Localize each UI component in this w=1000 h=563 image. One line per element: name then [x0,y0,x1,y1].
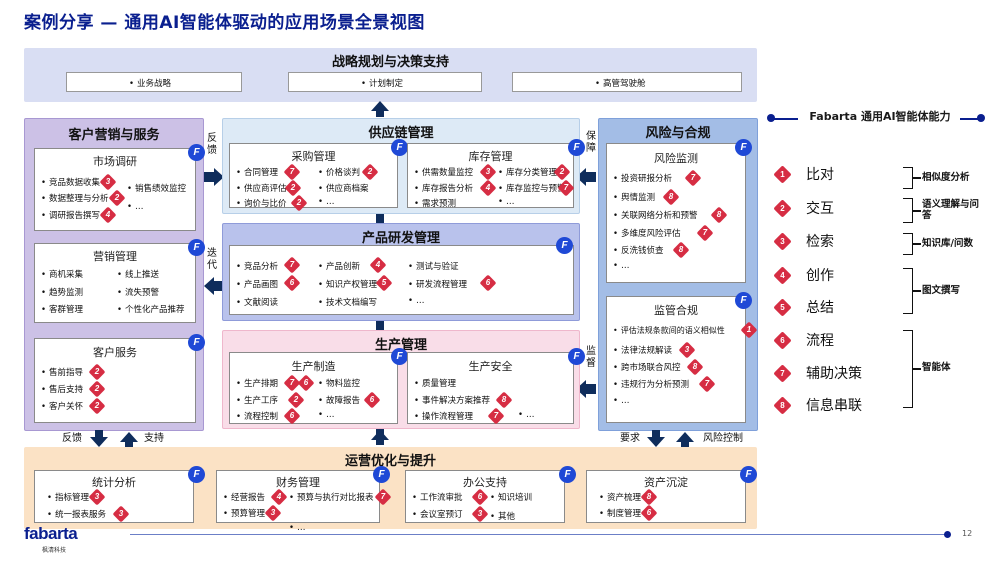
fabarta-f-icon: F [391,348,408,365]
ops-title: 运营优化与提升 [344,454,436,469]
sales-management-box: 营销管理 商机采集 线上推送 趋势监测 流失预警 客群管理 个性化产品推荐 [34,243,196,323]
fabarta-logo: fabarta [24,524,78,543]
product-title: 产品研发管理 [361,231,440,246]
product-box: 竞品分析 产品创新 测试与验证 产品画图 知识产权管理 研发流程管理 文献阅读 … [229,245,574,315]
down-arrow-icon [647,437,665,447]
group-label: 图文撰写 [922,285,961,296]
left-arrow-icon [576,168,586,186]
fabarta-f-icon: F [740,466,757,483]
customer-service-box: 客户服务 售前指导 售后支持 客户关怀 2 2 2 [34,338,196,423]
iterate-label: 迭代 [207,248,217,271]
footer-line [130,534,946,535]
risk-monitor-box: 风险监测 投资研报分析 舆情监测 关联网络分析和预警 多维度风险评估 反洗钱侦查… [606,143,746,283]
stats-box: 统计分析 指标管理 统一报表服务 3 3 [34,470,194,523]
supply-title: 供应链管理 [368,126,434,141]
group-label: 知识库/问数 [922,238,973,249]
left-arrow-icon [204,277,214,295]
office-box: 办公支持 工作流审批 知识培训 会议室预订 其他 6 3 [405,470,565,523]
group-label: 语义理解与问答 [922,199,980,221]
strategy-item: 计划制定 [288,72,482,92]
fabarta-f-icon: F [188,239,205,256]
production-title: 生产管理 [374,338,427,353]
manufacturing-box: 生产制造 生产排期 物料监控 生产工序 故障报告 流程控制 … 7 2 6 6 … [229,352,398,425]
fabarta-f-icon: F [188,334,205,351]
strategy-item: 业务战略 [66,72,242,92]
fabarta-f-icon: F [568,348,585,365]
up-arrow-icon [676,432,694,442]
page-number: 12 [962,529,973,538]
feedback2-label: 反馈 [62,433,82,444]
feedback-label: 反馈 [207,133,217,156]
guarantee-label: 保障 [586,131,596,154]
fabarta-f-icon: F [391,139,408,156]
right-arrow-icon [214,168,224,186]
up-arrow-icon [371,101,389,111]
fabarta-f-icon: F [373,466,390,483]
capability-header-line [770,118,798,120]
marketing-title: 客户营销与服务 [68,128,160,143]
inventory-box: 库存管理 供需数量监控 库存分类管理 库存报告分析 库存监控与预警 需求预测 …… [407,143,575,209]
requirement-label: 要求 [620,433,640,444]
fabarta-f-icon: F [735,139,752,156]
asset-box: 资产沉淀 资产梳理 制度管理 8 6 [586,470,746,523]
strategy-title: 战略规划与决策支持 [331,55,449,70]
fabarta-f-icon: F [188,144,205,161]
market-research-box: 市场调研 竞品数据收集 销售绩效监控 数据整理与分析 … 调研报告撰写 3 2 … [34,148,196,231]
compliance-box: 监管合规 评估法规条款间的语义相似性 法律法规解读 跨市场联合风控 违规行为分析… [606,296,758,423]
fabarta-f-icon: F [568,139,585,156]
fabarta-logo-sub: 枫清科技 [42,547,67,554]
group-label: 智能体 [922,362,951,373]
fabarta-f-icon: F [735,292,752,309]
support-label: 支持 [144,433,164,444]
up-arrow-icon [120,432,138,442]
purchase-box: 采购管理 合同管理 价格谈判 供应商评估 供应商档案 询价与比价 … 7 2 2… [229,143,398,212]
risk-control-label: 风险控制 [703,433,743,444]
page-title: 案例分享 — 通用AI智能体驱动的应用场景全景视图 [24,13,425,33]
capability-header: Fabarta 通用AI智能体能力 [809,110,951,123]
left-arrow-icon [576,380,586,398]
down-arrow-icon [90,437,108,447]
fabarta-f-icon: F [556,237,573,254]
risk-title: 风险与合规 [645,126,711,141]
fabarta-f-icon: F [559,466,576,483]
up-arrow-icon [371,430,389,440]
strategy-item: 高管驾驶舱 [512,72,742,92]
production-safety-box: 生产安全 质量管理 事件解决方案推荐 操作流程管理 … 8 7 [407,352,574,425]
group-label: 相似度分析 [922,172,970,183]
supervise-label: 监督 [586,346,596,369]
finance-box: 财务管理 经营报告 预算与执行对比报表 预算管理 … 4 7 3 [216,470,392,533]
fabarta-f-icon: F [188,466,205,483]
